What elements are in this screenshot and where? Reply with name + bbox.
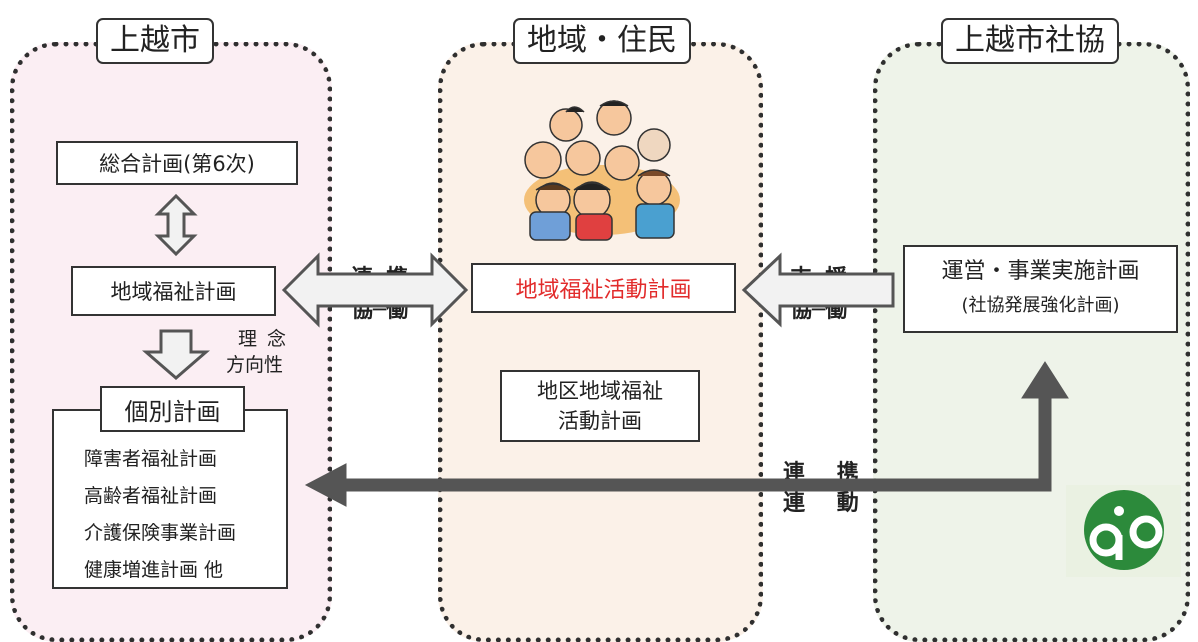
council-header: 上越市社協 (941, 18, 1119, 64)
diagram-arrows (141, 100, 1181, 577)
individual-plan-item: 高齢者福祉計画 (84, 485, 218, 507)
city-header: 上越市 (96, 18, 214, 64)
general-plan-box: 総合計画(第6次) (56, 141, 298, 185)
council-plan-line2: (社協発展強化計画) (961, 295, 1120, 316)
philosophy-label-line2: 方向性 (226, 354, 284, 376)
community-header: 地域・住民 (513, 18, 691, 64)
district-plan-line1: 地区地域福祉 (537, 379, 663, 403)
down-arrow (141, 329, 211, 380)
bottom-link-arrow (304, 361, 1069, 507)
double-vertical-arrow (154, 193, 198, 257)
city-community-double-arrow (281, 252, 469, 328)
council-community-arrow (741, 252, 895, 328)
individual-plan-item: 障害者福祉計画 (84, 448, 218, 470)
community-panel (438, 42, 763, 642)
district-plan-line2: 活動計画 (558, 409, 642, 433)
regional-welfare-plan-box: 地域福祉計画 (71, 266, 276, 316)
council-plan-box: 運営・事業実施計画 (社協発展強化計画) (903, 245, 1178, 333)
district-activity-plan-box: 地区地域福祉 活動計画 (500, 370, 700, 442)
individual-plan-item: 介護保険事業計画 (84, 522, 237, 544)
council-plan-line1: 運営・事業実施計画 (941, 259, 1140, 284)
philosophy-label-line1: 理 念 (238, 328, 289, 350)
individual-plans-header: 個別計画 (100, 386, 245, 432)
link-bottom-bottom: 連 動 (783, 491, 871, 516)
individual-plan-item: 健康増進計画 他 (84, 559, 224, 581)
community-activity-plan-box: 地域福祉活動計画 (471, 263, 736, 313)
council-logo (1066, 485, 1181, 577)
people-crowd-illustration (524, 100, 680, 241)
